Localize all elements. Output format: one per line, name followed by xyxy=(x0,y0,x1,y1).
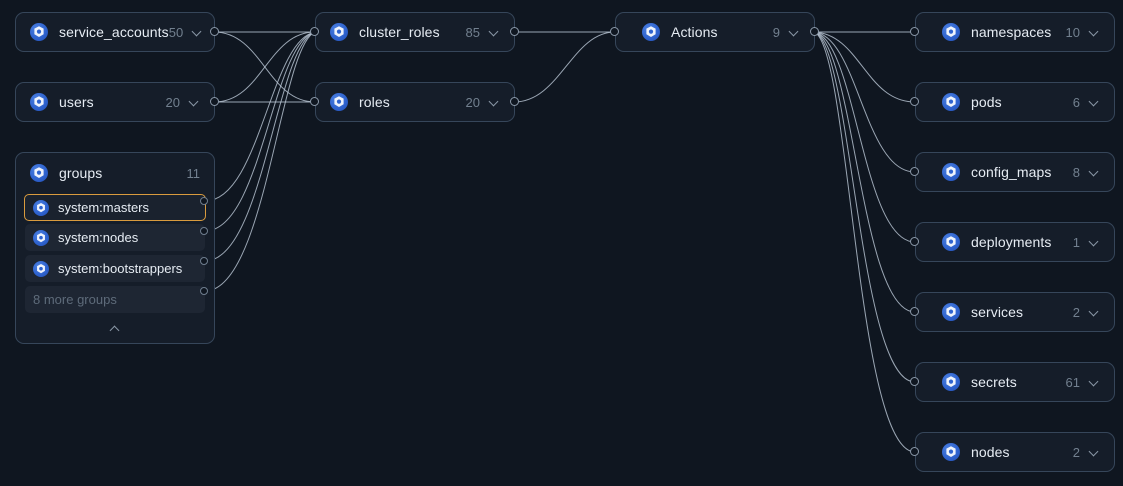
node-count: 8 xyxy=(1072,164,1080,180)
group-row-label: system:bootstrappers xyxy=(58,261,183,276)
output-port[interactable] xyxy=(510,97,519,106)
node-count: 1 xyxy=(1072,234,1080,250)
node-count: 50 xyxy=(168,24,184,40)
chevron-down-icon[interactable] xyxy=(192,27,203,38)
node-label: deployments xyxy=(971,234,1052,250)
kubernetes-icon xyxy=(942,443,960,461)
chevron-down-icon[interactable] xyxy=(789,27,800,38)
output-port[interactable] xyxy=(210,97,219,106)
node-count: 2 xyxy=(1072,304,1080,320)
kubernetes-icon xyxy=(33,199,49,216)
chevron-down-icon[interactable] xyxy=(489,27,500,38)
node-count: 85 xyxy=(465,24,480,40)
input-port[interactable] xyxy=(310,27,319,36)
input-port[interactable] xyxy=(610,27,619,36)
input-port[interactable] xyxy=(910,167,919,176)
node-cluster-roles[interactable]: cluster_roles 85 xyxy=(315,12,515,52)
kubernetes-icon xyxy=(30,23,48,41)
group-row-label: system:masters xyxy=(58,200,150,215)
node-label: pods xyxy=(971,94,1002,110)
group-output-port[interactable] xyxy=(200,287,208,295)
node-label: service_accounts xyxy=(59,24,169,40)
output-port[interactable] xyxy=(810,27,819,36)
group-row-system-masters[interactable]: system:masters xyxy=(24,194,206,221)
group-row-more[interactable]: 8 more groups xyxy=(25,286,205,313)
input-port[interactable] xyxy=(310,97,319,106)
kubernetes-icon xyxy=(642,23,660,41)
group-row-label: system:nodes xyxy=(58,230,139,245)
kubernetes-icon xyxy=(942,163,960,181)
chevron-down-icon[interactable] xyxy=(1089,237,1100,248)
kubernetes-icon xyxy=(330,93,348,111)
chevron-down-icon[interactable] xyxy=(1089,447,1100,458)
kubernetes-icon xyxy=(942,93,960,111)
node-count: 9 xyxy=(772,24,780,40)
node-label: config_maps xyxy=(971,164,1052,180)
groups-header[interactable]: groups 11 xyxy=(16,153,214,193)
node-service-accounts[interactable]: service_accounts 50 xyxy=(15,12,215,52)
node-label: secrets xyxy=(971,374,1017,390)
node-label: cluster_roles xyxy=(359,24,440,40)
kubernetes-icon xyxy=(942,233,960,251)
node-label: Actions xyxy=(671,24,718,40)
group-row-system-bootstrappers[interactable]: system:bootstrappers xyxy=(25,255,205,282)
group-output-port[interactable] xyxy=(200,257,208,265)
node-label: nodes xyxy=(971,444,1010,460)
chevron-down-icon[interactable] xyxy=(1089,377,1100,388)
node-label: roles xyxy=(359,94,390,110)
chevron-down-icon[interactable] xyxy=(1089,167,1100,178)
group-row-system-nodes[interactable]: system:nodes xyxy=(25,224,205,251)
node-roles[interactable]: roles 20 xyxy=(315,82,515,122)
node-services[interactable]: services 2 xyxy=(915,292,1115,332)
groups-collapse-control[interactable] xyxy=(16,315,214,343)
input-port[interactable] xyxy=(910,307,919,316)
node-label: groups xyxy=(59,165,103,181)
chevron-down-icon[interactable] xyxy=(189,97,200,108)
input-port[interactable] xyxy=(910,97,919,106)
kubernetes-icon xyxy=(942,303,960,321)
node-pods[interactable]: pods 6 xyxy=(915,82,1115,122)
chevron-down-icon[interactable] xyxy=(489,97,500,108)
input-port[interactable] xyxy=(910,447,919,456)
kubernetes-icon xyxy=(330,23,348,41)
node-count: 2 xyxy=(1072,444,1080,460)
node-config-maps[interactable]: config_maps 8 xyxy=(915,152,1115,192)
node-namespaces[interactable]: namespaces 10 xyxy=(915,12,1115,52)
node-nodes[interactable]: nodes 2 xyxy=(915,432,1115,472)
node-count: 61 xyxy=(1065,374,1080,390)
input-port[interactable] xyxy=(910,377,919,386)
kubernetes-icon xyxy=(30,164,48,182)
kubernetes-icon xyxy=(33,229,49,246)
node-count: 20 xyxy=(465,94,480,110)
node-actions[interactable]: Actions 9 xyxy=(615,12,815,52)
node-users[interactable]: users 20 xyxy=(15,82,215,122)
node-secrets[interactable]: secrets 61 xyxy=(915,362,1115,402)
node-label: services xyxy=(971,304,1024,320)
input-port[interactable] xyxy=(910,237,919,246)
kubernetes-icon xyxy=(30,93,48,111)
node-count: 20 xyxy=(165,94,180,110)
chevron-up-icon[interactable] xyxy=(110,324,121,335)
node-label: users xyxy=(59,94,94,110)
kubernetes-icon xyxy=(942,373,960,391)
node-count: 10 xyxy=(1065,24,1080,40)
node-count: 11 xyxy=(186,165,201,181)
chevron-down-icon[interactable] xyxy=(1089,27,1100,38)
chevron-down-icon[interactable] xyxy=(1089,97,1100,108)
output-port[interactable] xyxy=(210,27,219,36)
node-count: 6 xyxy=(1072,94,1080,110)
kubernetes-icon xyxy=(942,23,960,41)
group-row-label: 8 more groups xyxy=(33,292,117,307)
node-groups-panel[interactable]: groups 11 system:masters system:nodes xyxy=(15,152,215,344)
chevron-down-icon[interactable] xyxy=(1089,307,1100,318)
output-port[interactable] xyxy=(510,27,519,36)
node-label: namespaces xyxy=(971,24,1052,40)
kubernetes-icon xyxy=(33,260,49,277)
node-deployments[interactable]: deployments 1 xyxy=(915,222,1115,262)
group-output-port[interactable] xyxy=(200,197,208,205)
group-output-port[interactable] xyxy=(200,227,208,235)
input-port[interactable] xyxy=(910,27,919,36)
